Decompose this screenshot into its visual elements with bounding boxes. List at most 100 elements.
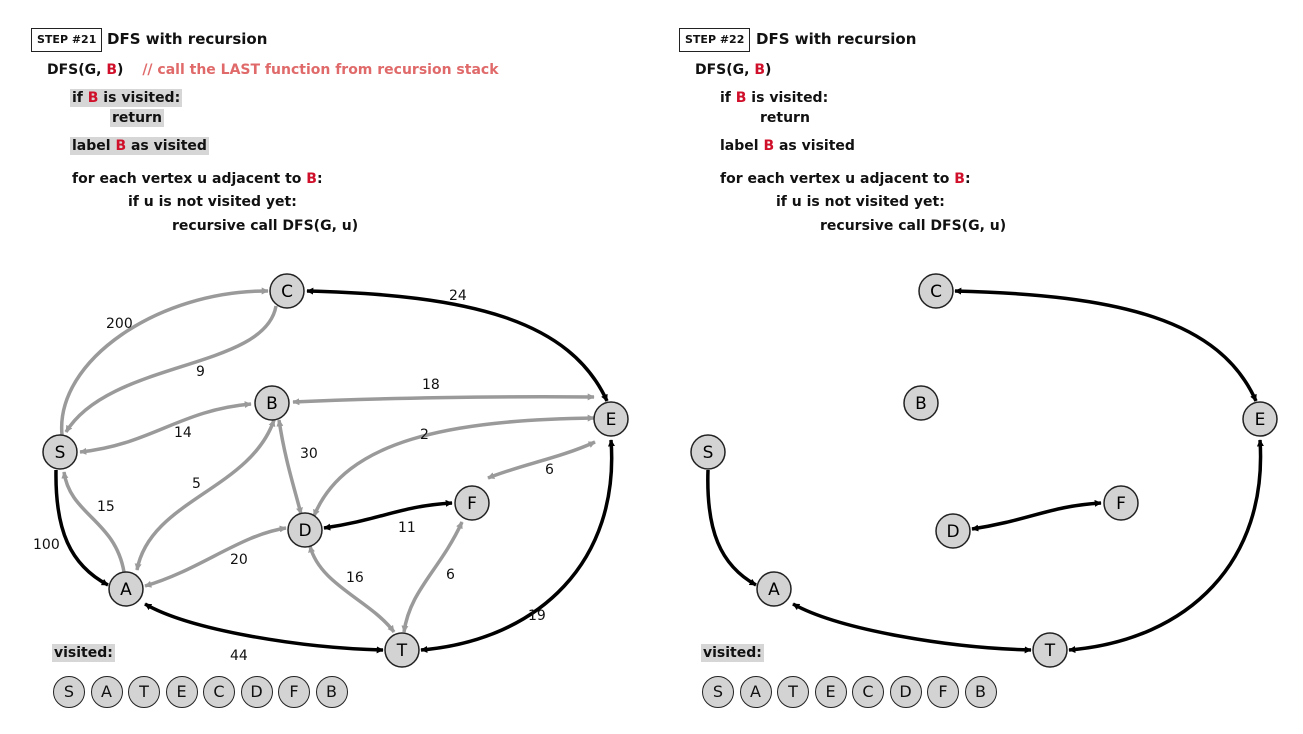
node-e: E <box>1242 401 1278 437</box>
code-if-pre: if <box>720 90 736 106</box>
edge-s-a <box>54 469 109 587</box>
node-label: A <box>768 580 780 600</box>
step-badge: STEP #22 <box>679 28 751 52</box>
code-return-line: return <box>110 109 164 127</box>
node-t: T <box>384 632 420 668</box>
visited-node: F <box>278 676 310 708</box>
visited-node: S <box>702 676 734 708</box>
code-for-var: B <box>954 171 965 187</box>
node-d: D <box>287 512 323 548</box>
node-label: T <box>1044 641 1056 661</box>
code-ifnot-line: if u is not visited yet: <box>776 194 945 210</box>
code-label-pre: label <box>72 138 116 154</box>
edge-t-e <box>1068 439 1264 653</box>
visited-node: C <box>203 676 235 708</box>
code-for-pre: for each vertex u adjacent to <box>720 171 955 187</box>
node-label: C <box>281 282 293 302</box>
node-t: T <box>1032 632 1068 668</box>
weight-label: 100 <box>33 537 60 553</box>
code-label-pre: label <box>720 138 764 154</box>
code-header-close: ) <box>765 62 772 78</box>
code-label-var: B <box>115 138 127 154</box>
weight-label: 14 <box>174 425 192 441</box>
panel-title: DFS with recursion <box>107 30 268 48</box>
code-if-var: B <box>87 90 99 106</box>
edge-c-e <box>954 287 1258 402</box>
edge-a-b <box>134 419 276 571</box>
edge-f-e <box>487 440 596 480</box>
code-label-line: label B as visited <box>720 138 855 154</box>
visited-node: B <box>964 676 997 708</box>
code-header-text: DFS(G, <box>695 62 755 78</box>
visited-label: visited: <box>701 644 764 662</box>
weight-label: 16 <box>346 570 364 586</box>
edge-c-e <box>306 287 609 402</box>
code-label-post: as visited <box>126 138 207 154</box>
weight-label: 19 <box>528 608 546 624</box>
edge-d-f <box>971 499 1102 532</box>
node-a: A <box>108 571 144 607</box>
weight-label: 5 <box>192 476 201 492</box>
graph-step-22: C B E S F D A T <box>690 273 1278 668</box>
weight-label: 24 <box>449 288 467 304</box>
edge-e-t <box>420 439 615 653</box>
node-label: A <box>120 580 132 600</box>
visited-node: F <box>927 676 959 708</box>
weight-label: 6 <box>545 462 554 478</box>
code-header: DFS(G, B) <box>695 62 771 78</box>
edge-a-t <box>792 602 1032 654</box>
code-comment: // call the LAST function from recursion… <box>142 62 499 78</box>
code-if-block: if B is visited: <box>70 89 183 107</box>
code-if-line: if B is visited: <box>70 89 183 107</box>
weight-label: 18 <box>422 377 440 393</box>
node-s: S <box>690 434 726 470</box>
code-if-pre: if <box>72 90 88 106</box>
node-label: T <box>396 641 408 661</box>
node-label: D <box>298 521 311 541</box>
edge-b-d <box>276 419 303 515</box>
edge-s-c <box>60 287 269 436</box>
node-s: S <box>42 434 78 470</box>
edge-e-d <box>312 414 595 517</box>
weight-label: 2 <box>420 427 429 443</box>
code-for-line: for each vertex u adjacent to B: <box>72 171 323 187</box>
visited-node: C <box>852 676 884 708</box>
code-return: return <box>110 109 164 127</box>
visited-node: E <box>814 676 847 708</box>
weight-label: 9 <box>196 364 205 380</box>
weight-label: 44 <box>230 648 248 664</box>
node-f: F <box>454 485 490 521</box>
node-label: E <box>1255 410 1266 430</box>
code-for-post: : <box>964 171 971 187</box>
edge-e-b <box>292 393 595 406</box>
panel-step-21: STEP #21 DFS with recursion DFS(G, B) //… <box>0 0 651 734</box>
visited-node: S <box>53 676 85 708</box>
node-b: B <box>903 385 939 421</box>
node-label: D <box>946 522 959 542</box>
code-header-close: ) <box>117 62 124 78</box>
edge-a-d <box>144 525 287 588</box>
visited-list: S A T E C D F B <box>702 676 1002 708</box>
visited-label: visited: <box>52 644 115 662</box>
visited-node: T <box>777 676 809 708</box>
code-for-post: : <box>316 171 323 187</box>
visited-node: D <box>889 676 922 708</box>
code-label-post: as visited <box>774 138 855 154</box>
node-d: D <box>935 513 971 549</box>
code-if-post: is visited: <box>98 90 181 106</box>
weight-label: 11 <box>398 520 416 536</box>
code-label-var: B <box>763 138 775 154</box>
code-for-line: for each vertex u adjacent to B: <box>720 171 971 187</box>
code-header-arg: B <box>106 62 118 78</box>
graph-step-21: 200 9 24 18 14 2 30 5 15 100 11 6 20 16 … <box>33 273 629 668</box>
visited-node: A <box>739 676 772 708</box>
node-b: B <box>254 385 290 421</box>
code-if-post: is visited: <box>746 90 829 106</box>
weight-label: 20 <box>230 552 248 568</box>
edge-d-t <box>308 545 396 634</box>
node-label: F <box>1116 494 1126 514</box>
panel-step-22: STEP #22 DFS with recursion DFS(G, B) if… <box>651 0 1302 734</box>
edge-a-s <box>61 471 126 573</box>
visited-list: S A T E C D F B <box>53 676 353 708</box>
